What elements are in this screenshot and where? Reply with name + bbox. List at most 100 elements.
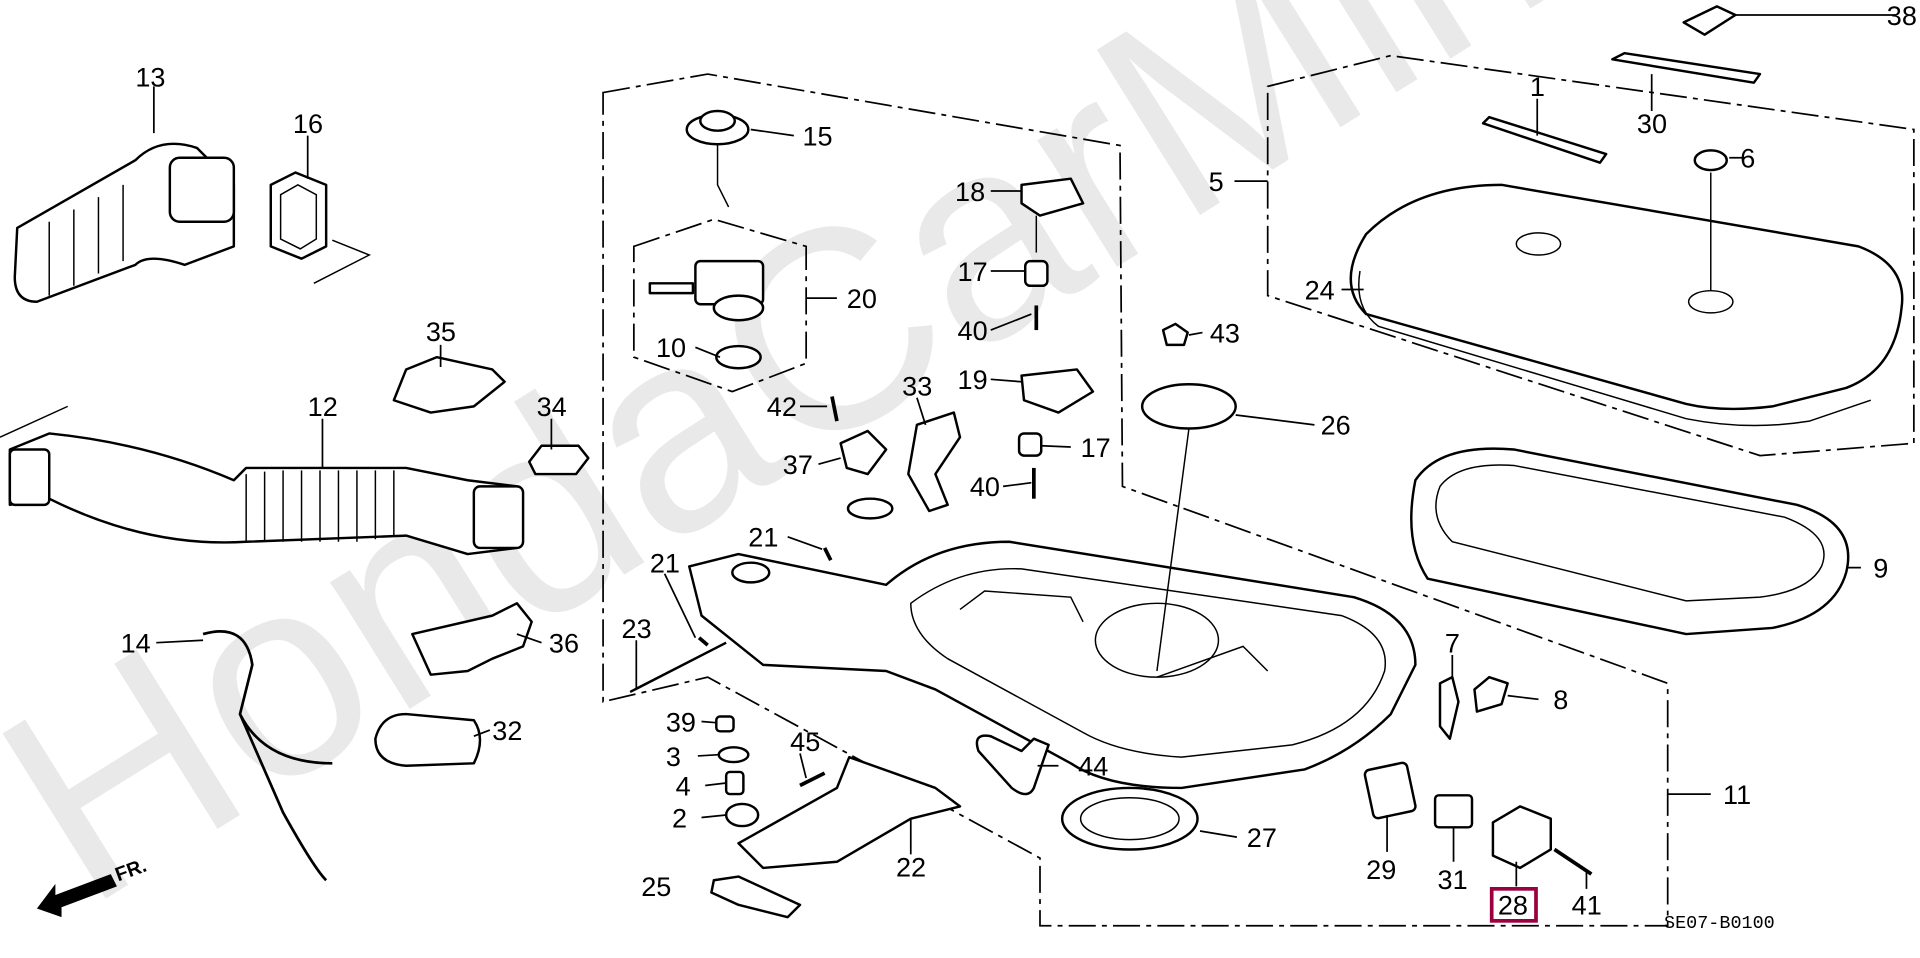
callout-43[interactable]: 43: [1210, 317, 1240, 348]
callout-19[interactable]: 19: [958, 364, 988, 395]
callout-11[interactable]: 11: [1723, 779, 1751, 810]
callout-45[interactable]: 45: [790, 726, 820, 757]
part-39-cap[interactable]: [715, 715, 735, 733]
part-31-pad[interactable]: [1433, 794, 1474, 829]
part-17-spacer[interactable]: [1024, 259, 1049, 287]
part-33-clamp[interactable]: [907, 411, 962, 513]
part-36-bracket[interactable]: [411, 602, 533, 676]
callout-36[interactable]: 36: [549, 628, 579, 659]
callout-3[interactable]: 3: [666, 741, 681, 772]
part-11-air-cleaner-case[interactable]: [688, 540, 1417, 790]
callout-6[interactable]: 6: [1740, 143, 1755, 174]
callout-24[interactable]: 24: [1305, 274, 1335, 305]
part-12-intake-tube[interactable]: [0, 405, 525, 556]
part-37-connector[interactable]: [839, 429, 888, 476]
callout-17[interactable]: 17: [958, 256, 988, 287]
callout-41[interactable]: 41: [1572, 890, 1602, 921]
part-16-seal[interactable]: [269, 171, 372, 284]
highlight-box-28: [1489, 887, 1538, 923]
callout-30[interactable]: 30: [1637, 108, 1667, 139]
callout-20[interactable]: 20: [847, 283, 877, 314]
part-7-clip[interactable]: [1438, 675, 1460, 740]
callout-25[interactable]: 25: [641, 871, 671, 902]
part-14-wire[interactable]: [202, 629, 333, 882]
callout-34[interactable]: 34: [537, 391, 567, 422]
callout-42[interactable]: 42: [767, 391, 797, 422]
callout-40[interactable]: 40: [958, 315, 988, 346]
part-41-screw[interactable]: [1553, 847, 1593, 876]
callout-10[interactable]: 10: [656, 332, 686, 363]
callout-27[interactable]: 27: [1247, 822, 1277, 853]
callout-2[interactable]: 2: [672, 802, 687, 833]
part-29-gasket[interactable]: [1363, 761, 1417, 820]
part-26-leader: [1156, 428, 1190, 672]
callout-18[interactable]: 18: [955, 176, 985, 207]
part-28-bracket[interactable]: [1491, 805, 1553, 870]
part-15-valve[interactable]: [685, 109, 750, 208]
leader-lines: [152, 14, 1896, 889]
part-9-air-filter[interactable]: [1410, 447, 1850, 636]
part-3-washer[interactable]: [717, 746, 750, 764]
callout-38[interactable]: 38: [1887, 0, 1917, 31]
callout-32[interactable]: 32: [492, 715, 522, 746]
callout-33[interactable]: 33: [902, 370, 932, 401]
diagram-code: SE07-B0100: [1664, 913, 1775, 934]
part-34-clip[interactable]: [528, 444, 590, 476]
part-20-gasket-set[interactable]: [648, 259, 765, 370]
callout-4[interactable]: 4: [676, 770, 691, 801]
group-outline-11: [602, 73, 1669, 927]
part-44-hose[interactable]: [975, 734, 1050, 796]
callout-26[interactable]: 26: [1321, 410, 1351, 441]
part-32-mount[interactable]: [374, 712, 482, 768]
part-22-bracket[interactable]: [737, 755, 962, 870]
callout-35[interactable]: 35: [426, 316, 456, 347]
part-17-spacer[interactable]: [1017, 432, 1043, 457]
part-26-screen[interactable]: [1140, 383, 1237, 430]
part-43-nut[interactable]: [1161, 322, 1189, 347]
callout-12[interactable]: 12: [308, 391, 338, 422]
part-42-bolt[interactable]: [830, 396, 839, 422]
callout-29[interactable]: 29: [1366, 854, 1396, 885]
part-5-air-cleaner-cover[interactable]: [1349, 172, 1904, 427]
callout-37[interactable]: 37: [783, 449, 813, 480]
callout-22[interactable]: 22: [896, 852, 926, 883]
callout-44[interactable]: 44: [1078, 751, 1108, 782]
part-6-grommet[interactable]: [1693, 149, 1729, 172]
part-19-sensor[interactable]: [1020, 368, 1095, 414]
part-30-label-plate[interactable]: [1611, 51, 1762, 84]
callout-8[interactable]: 8: [1553, 684, 1568, 715]
callout-28-highlighted[interactable]: 28: [1498, 890, 1528, 921]
part-21-bolt[interactable]: [697, 636, 709, 647]
callout-9[interactable]: 9: [1873, 552, 1888, 583]
callout-labels: 13 16 35 12 34 14 36 32 15 20 10 18 17 4…: [121, 0, 1917, 923]
callout-21-lower[interactable]: 21: [650, 548, 680, 579]
part-4-collar[interactable]: [724, 770, 745, 796]
part-45-bolt[interactable]: [799, 771, 826, 788]
part-25-stay[interactable]: [710, 875, 802, 919]
part-23-rod[interactable]: [629, 641, 727, 694]
part-21-bolt[interactable]: [822, 547, 833, 562]
callout-5[interactable]: 5: [1209, 166, 1224, 197]
callout-23[interactable]: 23: [622, 613, 652, 644]
part-1-label-plate[interactable]: [1481, 115, 1608, 164]
callout-14[interactable]: 14: [121, 628, 151, 659]
callout-7[interactable]: 7: [1445, 628, 1460, 659]
part-38-clip[interactable]: [1682, 5, 1737, 36]
callout-15[interactable]: 15: [802, 120, 832, 151]
part-2-grommet[interactable]: [724, 802, 760, 828]
part-37-gasket[interactable]: [846, 497, 894, 520]
callout-40-lower[interactable]: 40: [970, 471, 1000, 502]
callout-17-lower[interactable]: 17: [1081, 432, 1111, 463]
part-18-sensor[interactable]: [1020, 177, 1085, 217]
part-13-intake-duct[interactable]: [13, 142, 236, 303]
part-27-inner: [1079, 797, 1180, 841]
part-35-bracket[interactable]: [392, 355, 506, 414]
callout-13[interactable]: 13: [135, 61, 165, 92]
part-8-clip[interactable]: [1473, 675, 1509, 713]
callout-16[interactable]: 16: [293, 108, 323, 139]
callout-39[interactable]: 39: [666, 706, 696, 737]
callout-1[interactable]: 1: [1530, 71, 1545, 102]
callout-21[interactable]: 21: [748, 522, 778, 553]
callout-31[interactable]: 31: [1438, 864, 1468, 895]
